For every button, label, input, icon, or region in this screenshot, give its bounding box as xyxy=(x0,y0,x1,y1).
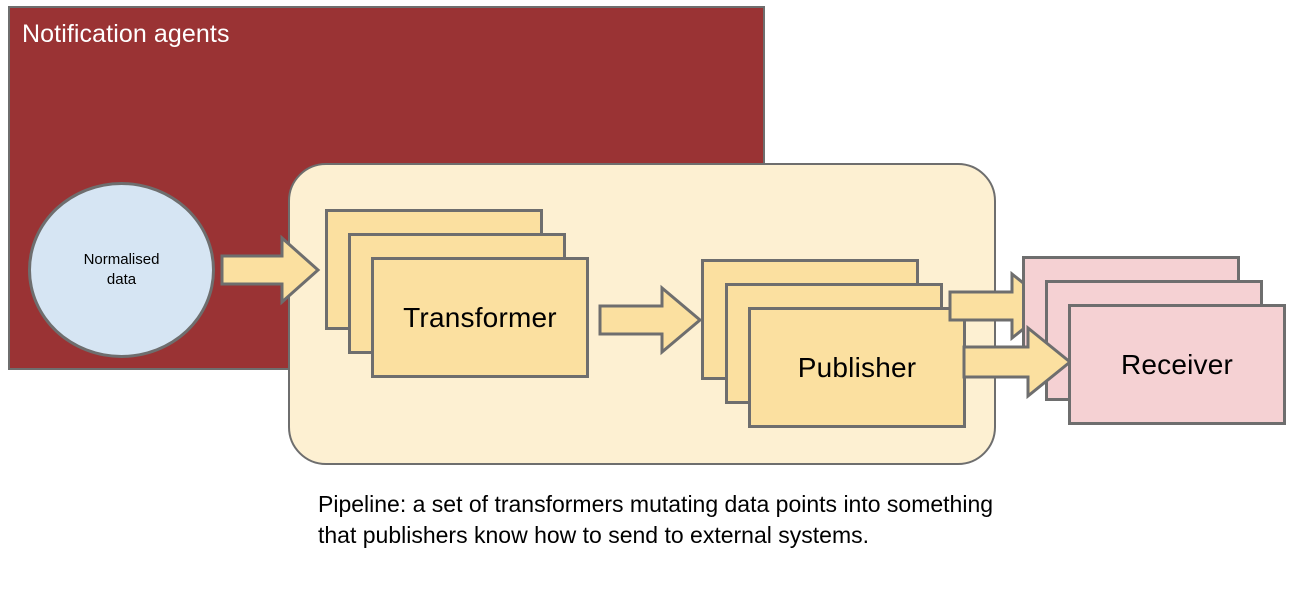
arrow-data-to-transformer xyxy=(220,234,321,306)
pipeline-caption: Pipeline: a set of transformers mutating… xyxy=(318,491,994,548)
arrow-publisher-to-receiver-lower xyxy=(962,324,1073,400)
normalised-data-node: Normalised data xyxy=(28,182,215,358)
normalised-data-label-line2: data xyxy=(106,271,137,288)
receiver-label: Receiver xyxy=(1120,348,1234,380)
publisher-card-front[interactable]: Publisher xyxy=(748,307,966,428)
arrow-transformer-to-publisher xyxy=(598,284,703,356)
publisher-label: Publisher xyxy=(797,351,917,383)
normalised-data-label-line1: Normalised xyxy=(83,250,160,268)
transformer-label: Transformer xyxy=(403,301,557,333)
transformer-card-front[interactable]: Transformer xyxy=(371,257,589,378)
receiver-card-front[interactable]: Receiver xyxy=(1068,304,1286,425)
notification-agents-label: Notification agents xyxy=(22,20,230,48)
